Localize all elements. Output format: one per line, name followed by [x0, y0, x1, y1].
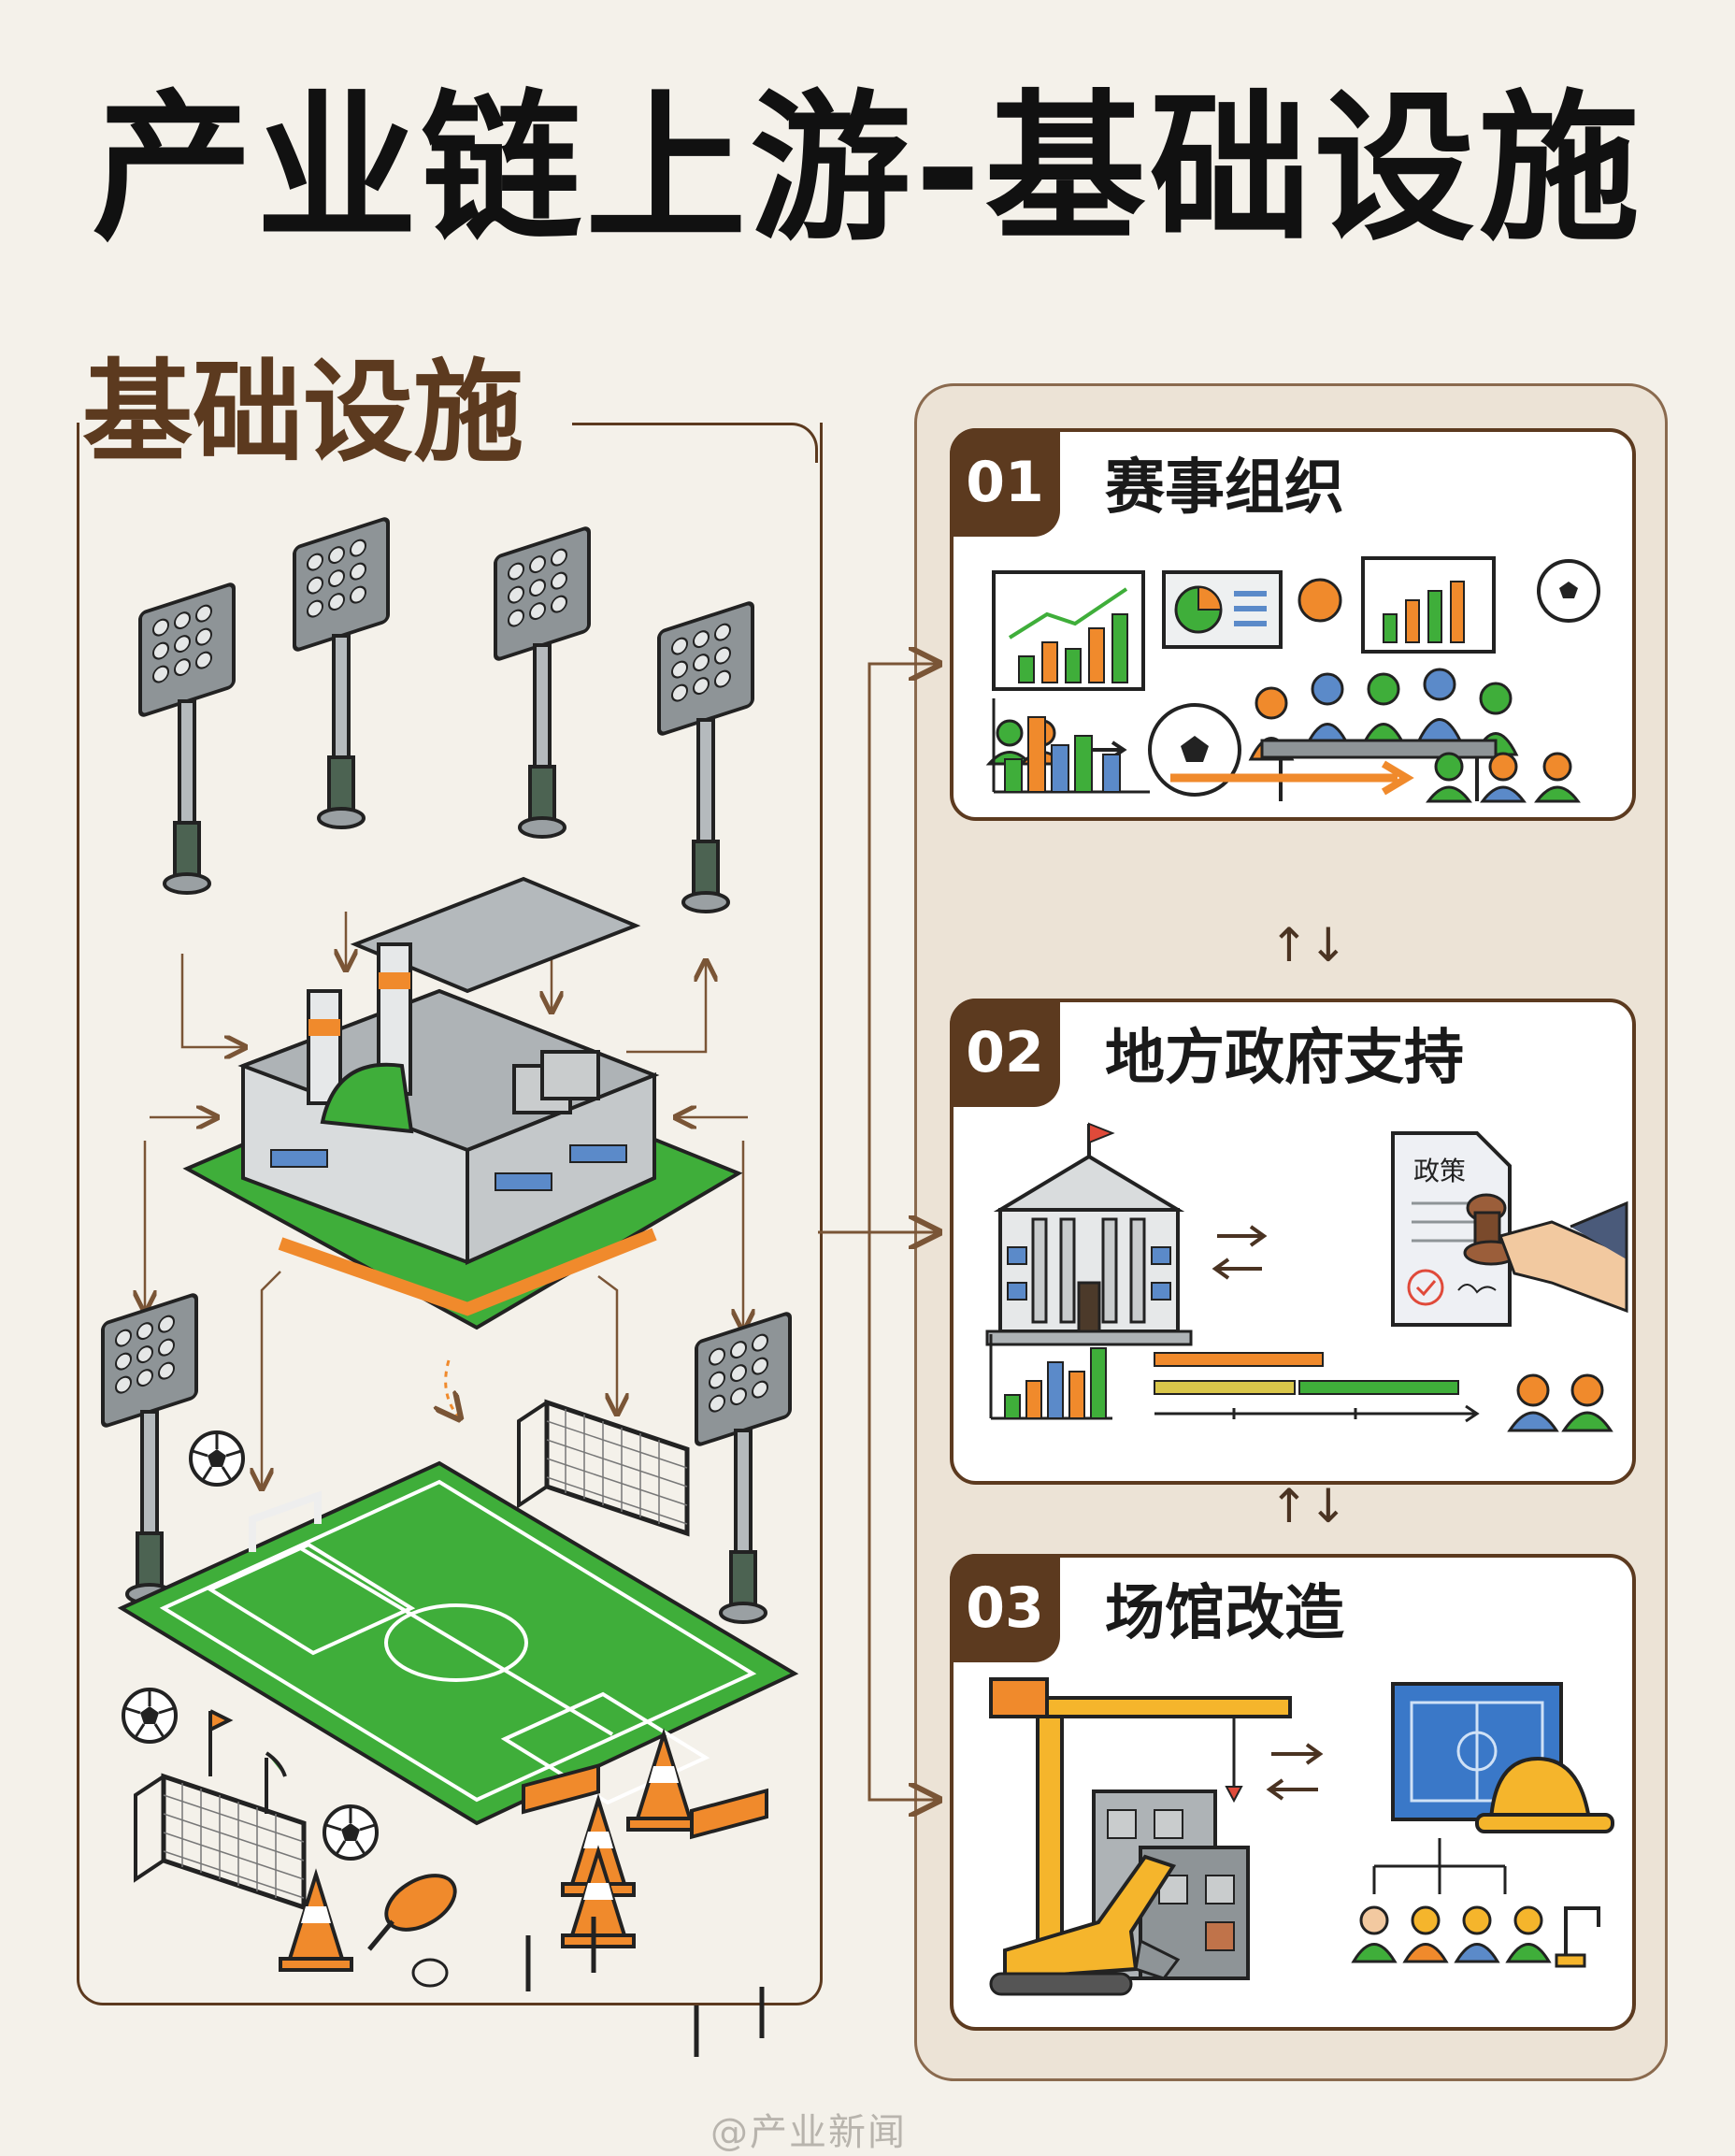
- venue-renovation-art: [989, 1677, 1614, 1996]
- card-number: 01: [950, 428, 1060, 537]
- page-title: 产业链上游-基础设施: [92, 75, 1643, 263]
- card-number: 02: [950, 999, 1060, 1107]
- government-support-art: 政策: [985, 1122, 1628, 1432]
- up-down-arrows-icon: ↑↓: [1269, 1479, 1348, 1533]
- card-event-organization: 01 赛事组织: [950, 428, 1636, 821]
- card-title: 地方政府支持: [1105, 1024, 1464, 1093]
- section-title: 基础设施: [82, 348, 524, 477]
- watermark: @产业新闻: [710, 2111, 907, 2154]
- card-title: 场馆改造: [1105, 1579, 1344, 1648]
- card-government-support: 02 地方政府支持 政策: [950, 999, 1636, 1485]
- card-number: 03: [950, 1554, 1060, 1662]
- policy-doc-label: 政策: [1413, 1156, 1466, 1186]
- stadium-illustration: [101, 515, 799, 2057]
- card-venue-renovation: 03 场馆改造: [950, 1554, 1636, 2031]
- left-frame-top: [572, 423, 818, 463]
- left-frame: [77, 423, 823, 2005]
- up-down-arrows-icon: ↑↓: [1269, 918, 1348, 972]
- card-title: 赛事组织: [1105, 453, 1344, 523]
- event-organization-art: [985, 556, 1600, 803]
